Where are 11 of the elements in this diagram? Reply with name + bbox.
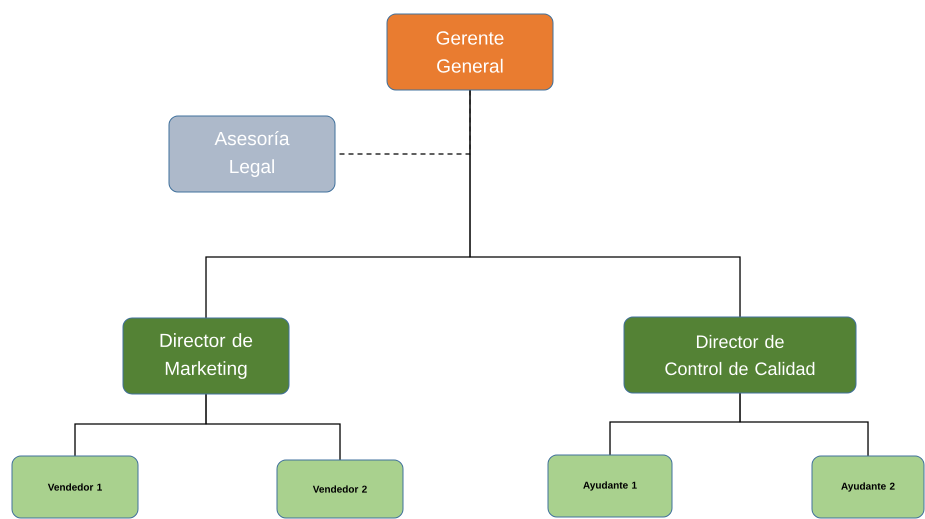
- staff-box: Ayudante 1: [548, 454, 673, 518]
- staff-box: Ayudante 2: [812, 456, 925, 518]
- connector-line: [205, 394, 341, 460]
- staff-box: Vendedor 2: [276, 460, 404, 518]
- advisory-box: Asesoría Legal: [168, 116, 336, 192]
- staff-box: Vendedor 1: [12, 456, 138, 518]
- manager-box: Gerente General: [386, 14, 554, 90]
- director-box: Director de Control de Calidad: [624, 316, 857, 394]
- connector-line: [469, 90, 741, 316]
- connector-line: [739, 394, 869, 456]
- director-box: Director de Marketing: [122, 318, 290, 394]
